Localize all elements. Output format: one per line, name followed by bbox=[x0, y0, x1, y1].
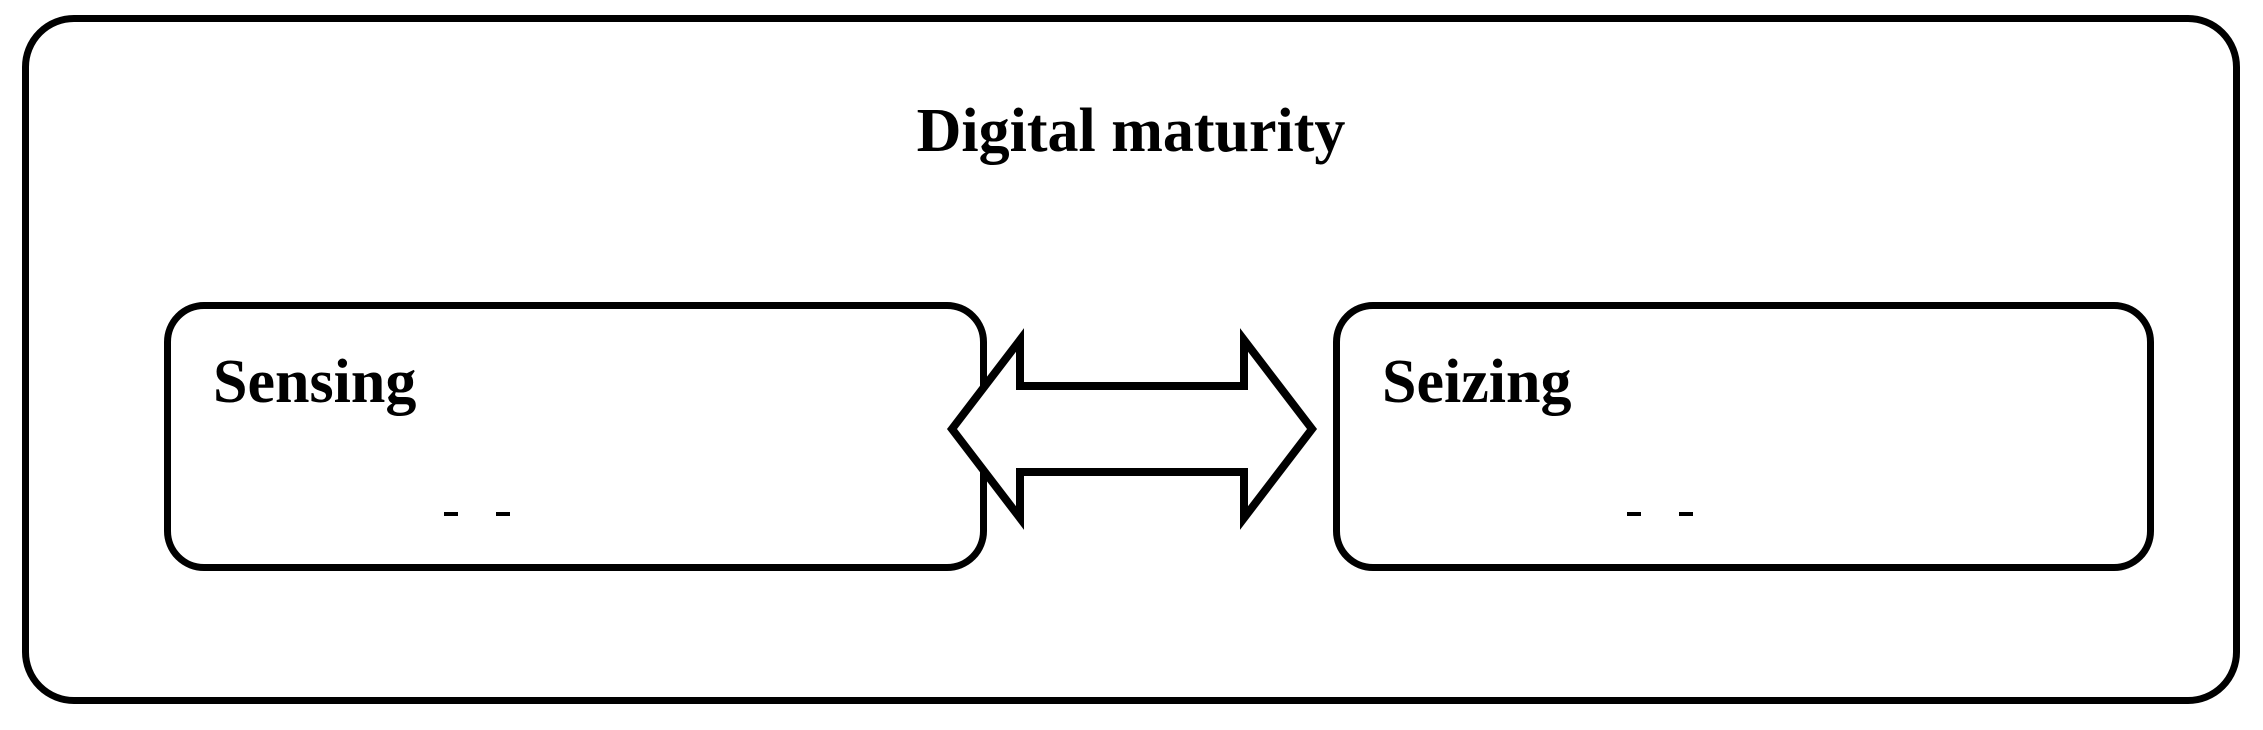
ghost-mark bbox=[496, 512, 510, 516]
ghost-mark bbox=[1679, 512, 1693, 516]
ghost-mark bbox=[444, 512, 458, 516]
box-sensing[interactable]: Sensing bbox=[164, 302, 987, 571]
box-seizing-label: Seizing bbox=[1382, 348, 1572, 416]
ghost-marks-sensing bbox=[171, 508, 980, 520]
ghost-marks-seizing bbox=[1340, 508, 2147, 520]
page-title: Digital maturity bbox=[916, 97, 1346, 165]
box-sensing-label: Sensing bbox=[213, 348, 417, 416]
box-seizing[interactable]: Seizing bbox=[1333, 302, 2154, 571]
arrow-shape bbox=[946, 328, 1318, 530]
bidirectional-arrow-icon bbox=[946, 328, 1318, 530]
ghost-mark bbox=[1627, 512, 1641, 516]
outer-container-digital-maturity: Digital maturity Sensing Seizing bbox=[22, 15, 2240, 704]
